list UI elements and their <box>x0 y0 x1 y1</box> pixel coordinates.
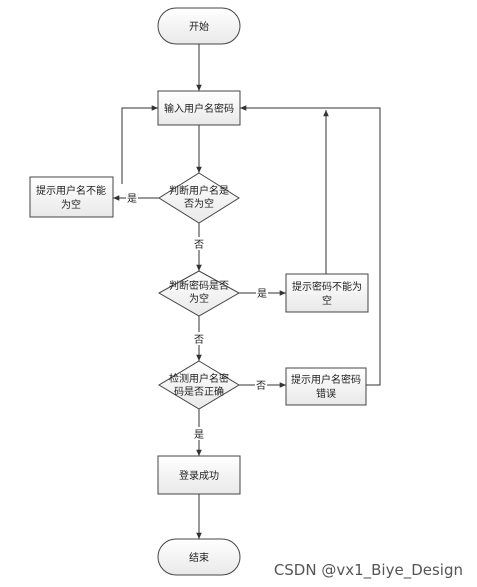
warn-wrong-credentials-node: 提示用户名密码 错误 <box>285 367 367 406</box>
check-password-label-line1: 判断密码是否 <box>169 279 229 292</box>
check-username-label-line1: 判断用户名是 <box>169 184 229 197</box>
warn-wrong-label-line1: 提示用户名密码 <box>291 373 361 386</box>
warn-username-label-line1: 提示用户名不能 <box>36 184 106 197</box>
edge-warn-wrong-back <box>240 105 381 386</box>
label-yes-verify: 是 <box>194 429 204 441</box>
warn-username-empty-node: 提示用户名不能 为空 <box>29 176 114 218</box>
warn-wrong-label-line2: 错误 <box>316 387 336 400</box>
warn-password-empty-node: 提示密码不能为 空 <box>285 273 369 313</box>
verify-credentials-decision: 检测用户名密 码是否正确 <box>158 360 240 410</box>
input-credentials-node: 输入用户名密码 <box>157 90 241 126</box>
start-label: 开始 <box>189 20 209 33</box>
end-label: 结束 <box>189 551 209 564</box>
verify-credentials-label-line2: 码是否正确 <box>174 385 224 398</box>
warn-password-label-line2: 空 <box>322 294 332 307</box>
check-username-label-line2: 否为空 <box>184 197 214 210</box>
check-password-label-line2: 为空 <box>189 292 209 305</box>
start-node: 开始 <box>157 7 241 45</box>
label-yes-user-empty: 是 <box>127 193 137 205</box>
watermark-text: CSDN @vx1_Biye_Design <box>273 561 463 579</box>
label-yes-pwd-empty: 是 <box>257 288 267 300</box>
edge-warn-user-back <box>121 105 158 184</box>
input-credentials-label: 输入用户名密码 <box>164 102 234 115</box>
login-success-label: 登录成功 <box>179 469 219 482</box>
warn-username-label-line2: 为空 <box>61 198 81 211</box>
check-password-decision: 判断密码是否 为空 <box>157 270 241 317</box>
edge-labels: 是 否 是 否 否 是 <box>126 191 268 441</box>
label-no-pwd-empty: 否 <box>194 334 204 346</box>
verify-credentials-label-line1: 检测用户名密 <box>169 372 229 385</box>
warn-password-label-line1: 提示密码不能为 <box>292 280 362 293</box>
label-no-user-empty: 否 <box>194 239 204 251</box>
end-node: 结束 <box>157 538 241 576</box>
check-username-decision: 判断用户名是 否为空 <box>158 172 240 224</box>
login-success-node: 登录成功 <box>157 455 241 495</box>
label-no-verify: 否 <box>256 380 266 392</box>
